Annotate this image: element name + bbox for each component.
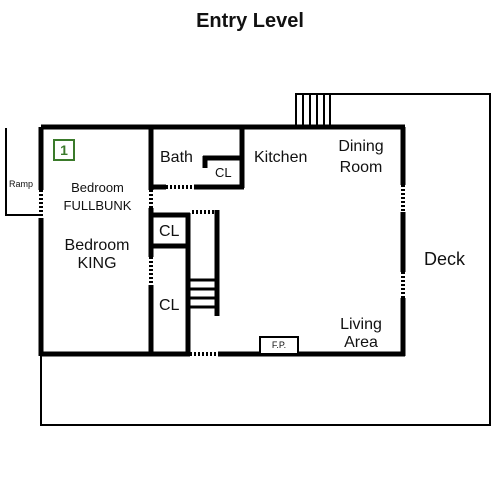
bath-closet-label: CL [215, 165, 232, 180]
deck-outline [40, 93, 491, 426]
living-area-label-2: Area [344, 334, 378, 351]
ramp-outline [5, 128, 41, 216]
bedroom-fullbunk-label-1: Bedroom [71, 180, 124, 195]
fireplace-label: F.P. [259, 336, 299, 355]
deck-label: Deck [424, 249, 466, 269]
dining-room-label-1: Dining [338, 138, 384, 155]
deck-stairs [295, 93, 331, 127]
bedroom-king-label-1: Bedroom [64, 237, 130, 254]
bath-label: Bath [160, 149, 193, 166]
floor-title: Entry Level [196, 10, 304, 32]
dining-room-label-2: Room [339, 159, 383, 176]
bedroom-king-label-2: KING [77, 255, 117, 272]
bedroom-fullbunk-label-2: FULLBUNK [63, 198, 132, 213]
kitchen-label: Kitchen [254, 149, 308, 166]
unit-badge: 1 [53, 139, 75, 161]
door-openings [39, 185, 405, 356]
lower-closet-label: CL [159, 297, 180, 314]
interior-stairs [190, 278, 217, 309]
hall-closet-label: CL [159, 223, 180, 240]
exterior-walls [38, 124, 406, 357]
living-area-label-1: Living [340, 316, 382, 333]
ramp-label: Ramp [9, 179, 34, 189]
